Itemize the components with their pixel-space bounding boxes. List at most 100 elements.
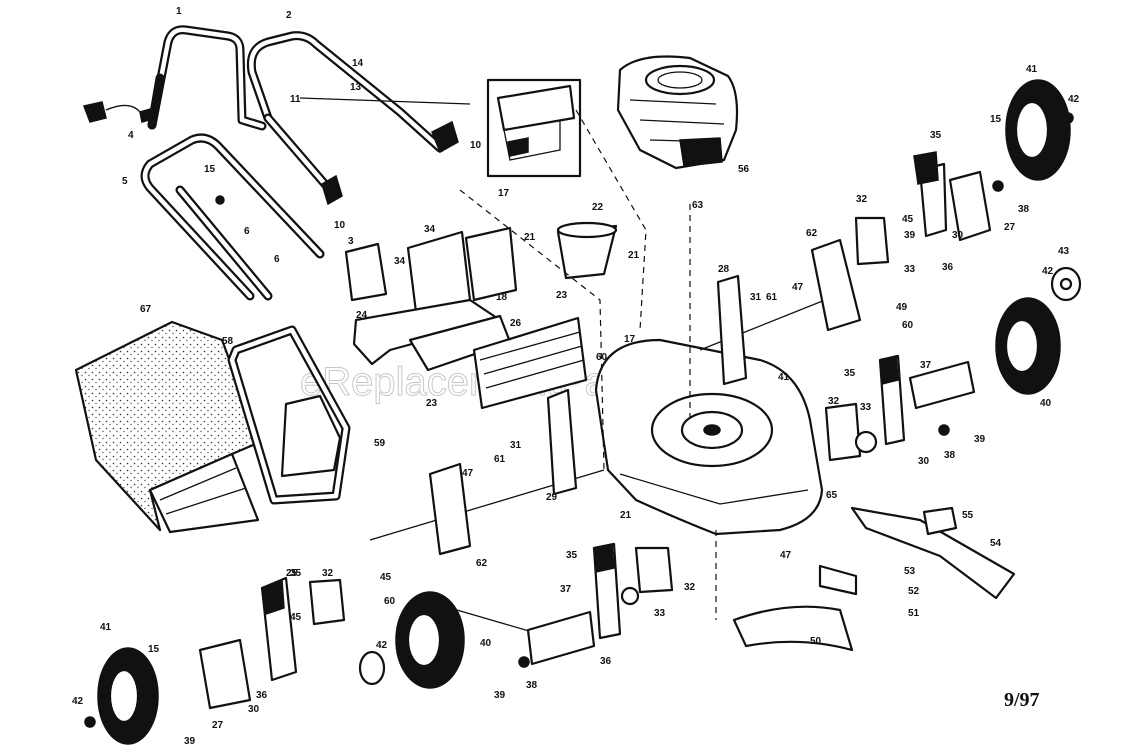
callout-62b: 62 [476, 558, 488, 569]
callout-37a: 37 [920, 360, 932, 371]
callout-11: 11 [290, 94, 301, 105]
callout-34b: 34 [394, 256, 406, 267]
callout-13: 13 [350, 82, 362, 93]
callout-38b: 38 [944, 450, 956, 461]
callout-25: 25 [286, 568, 298, 579]
callout-45a: 45 [902, 214, 914, 225]
callout-15c: 15 [148, 644, 160, 655]
callout-30b: 30 [918, 456, 930, 467]
callout-14: 14 [352, 58, 364, 69]
callout-35d: 35 [290, 568, 302, 579]
callout-55: 55 [962, 510, 974, 521]
callout-6a: 6 [244, 226, 250, 237]
callout-15a: 15 [204, 164, 216, 175]
date-code: 9/97 [1004, 689, 1040, 711]
callout-41a: 41 [1026, 64, 1038, 75]
callout-52: 52 [908, 586, 920, 597]
callout-36b: 36 [600, 656, 612, 667]
grass-bag-frame [227, 325, 351, 505]
callout-6b: 6 [274, 254, 280, 265]
callout-42c: 42 [376, 640, 388, 651]
cam-parts [308, 216, 890, 626]
callout-42a: 42 [1068, 94, 1080, 105]
lower-handle [82, 101, 325, 301]
callout-2: 2 [286, 10, 292, 21]
height-adjusters [198, 151, 992, 710]
callout-61b: 61 [494, 454, 506, 465]
callout-33a: 33 [904, 264, 916, 275]
callout-38c: 38 [526, 680, 538, 691]
mower-deck [594, 338, 824, 536]
callout-35b: 35 [844, 368, 856, 379]
callout-26: 26 [510, 318, 522, 329]
wheel-rear-right [1005, 79, 1071, 181]
callout-32d: 32 [322, 568, 334, 579]
callout-63: 63 [692, 200, 704, 211]
callout-51: 51 [908, 608, 920, 619]
callout-32c: 32 [684, 582, 696, 593]
callout-45c: 45 [380, 572, 392, 583]
callout-39b: 39 [494, 690, 506, 701]
callout-24: 24 [356, 310, 368, 321]
callout-10a: 10 [470, 140, 482, 151]
callout-36a: 36 [942, 262, 954, 273]
callout-21c: 21 [620, 510, 632, 521]
callout-39c: 39 [184, 736, 196, 747]
callout-31a: 31 [750, 292, 762, 303]
callout-38a: 38 [1018, 204, 1030, 215]
callout-67: 67 [140, 304, 152, 315]
callout-27a: 27 [1004, 222, 1016, 233]
callout-23a: 23 [556, 290, 568, 301]
callout-56: 56 [738, 164, 750, 175]
callout-42b: 42 [1042, 266, 1054, 277]
callout-28: 28 [718, 264, 730, 275]
callout-27b: 27 [212, 720, 224, 731]
callout-21a: 21 [524, 232, 536, 243]
callout-65: 65 [826, 490, 838, 501]
callout-17a: 17 [498, 188, 510, 199]
callout-32b: 32 [828, 396, 840, 407]
wheel-front-right [995, 297, 1061, 395]
small-hardware [84, 112, 1082, 728]
callout-3: 3 [348, 236, 354, 247]
callout-62a: 62 [806, 228, 818, 239]
wheel-front-left [395, 591, 465, 689]
callout-43: 43 [1058, 246, 1070, 257]
callout-33b: 33 [860, 402, 872, 413]
callout-30c: 30 [248, 704, 260, 715]
callout-33c: 33 [654, 608, 666, 619]
control-box [486, 78, 582, 178]
middle-handle [246, 31, 471, 206]
upper-handle [147, 25, 267, 131]
callout-23b: 23 [426, 398, 438, 409]
callout-45b: 45 [290, 612, 302, 623]
rear-door-assembly [344, 226, 588, 410]
grass-catcher-bag [74, 320, 262, 534]
callout-58: 58 [222, 336, 234, 347]
callout-47c: 47 [780, 550, 792, 561]
callout-41c: 41 [778, 372, 790, 383]
callout-labels: 1 2 4 5 6 6 3 10 10 11 13 14 15 15 15 17… [72, 6, 1080, 747]
callout-42d: 42 [72, 696, 84, 707]
callout-60a: 60 [902, 320, 914, 331]
callout-36c: 36 [256, 690, 268, 701]
callout-39d: 39 [904, 230, 916, 241]
callout-47b: 47 [462, 468, 474, 479]
callout-35a: 35 [930, 130, 942, 141]
cutting-blade [850, 506, 1016, 600]
callout-54: 54 [990, 538, 1002, 549]
callout-21b: 21 [628, 250, 640, 261]
discharge-chute [556, 221, 618, 280]
callout-60b: 60 [384, 596, 396, 607]
engine [616, 55, 739, 170]
callout-4: 4 [128, 130, 134, 141]
callout-40a: 40 [1040, 398, 1052, 409]
callout-47a: 47 [792, 282, 804, 293]
wheel-rear-left [97, 647, 159, 745]
deck-baffle [732, 564, 858, 652]
callout-61a: 61 [766, 292, 778, 303]
callout-5: 5 [122, 176, 128, 187]
callout-29: 29 [546, 492, 558, 503]
